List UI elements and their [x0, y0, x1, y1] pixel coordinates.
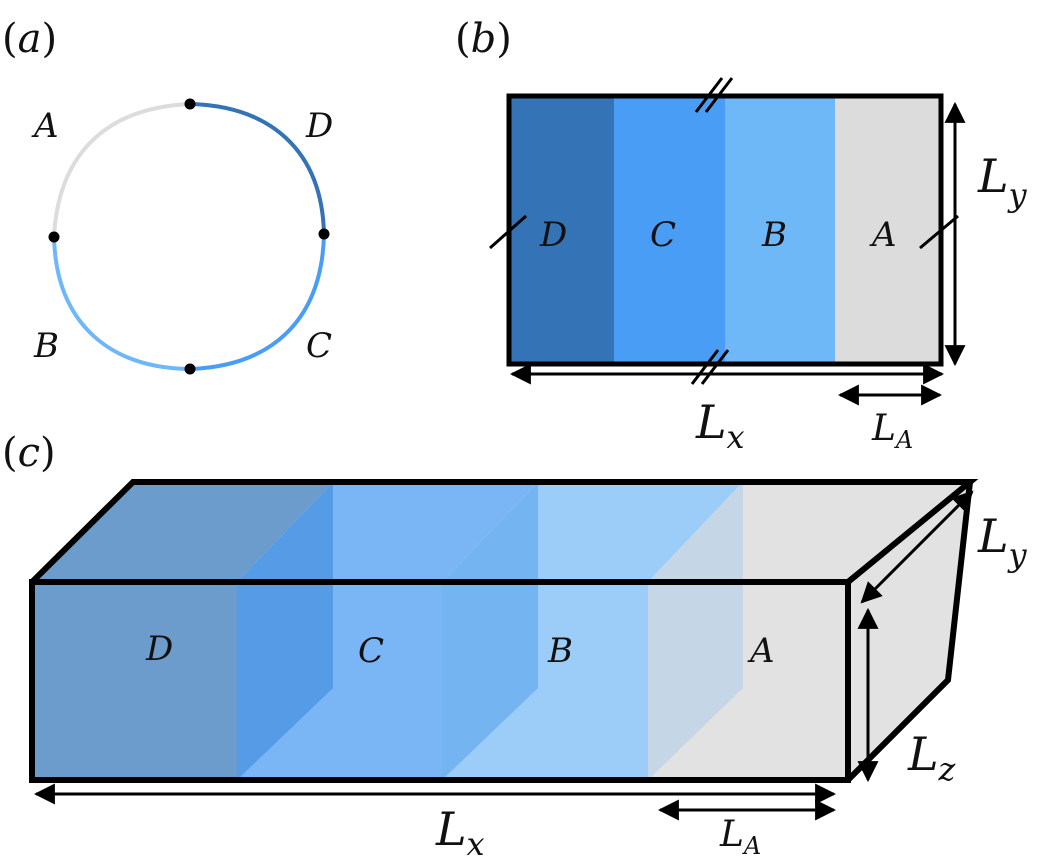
region-label-A: A — [869, 215, 897, 255]
ring-point-top — [184, 98, 196, 110]
ring-label-D: D — [305, 106, 333, 146]
region-label-C: C — [650, 215, 676, 255]
ring-arc-B — [52, 236, 191, 371]
ring-label-B: B — [33, 326, 59, 366]
box-label-C: C — [358, 631, 384, 671]
ring-arc-C — [189, 233, 326, 371]
strip-D — [509, 96, 614, 364]
plane-D-C — [237, 482, 333, 780]
top-face-D — [32, 482, 333, 582]
ring-label-A: A — [31, 106, 59, 146]
label-Lx: Lx — [695, 395, 745, 456]
plane-B-A — [648, 482, 743, 780]
panel-b-label: (b) — [455, 16, 512, 62]
strip-A — [835, 96, 941, 364]
ring-arc-D — [189, 102, 326, 235]
ring-label-C: C — [306, 326, 332, 366]
label-LA: LA — [871, 408, 913, 454]
box-label-B: B — [547, 631, 573, 671]
panel-b: (b) D C B A Ly Lx LA — [455, 16, 1028, 456]
panel-a-label: (a) — [2, 16, 57, 62]
label3d-LA: LA — [719, 814, 761, 860]
strip-C — [614, 96, 725, 364]
front-face-D — [32, 582, 237, 780]
strip-B — [725, 96, 835, 364]
panel-c: (c) D C B A Ly Lz Lx LA — [2, 430, 1028, 861]
label-Ly: Ly — [977, 149, 1028, 214]
label3d-Ly: Ly — [977, 509, 1028, 574]
panel-c-label: (c) — [2, 430, 56, 476]
ring-point-bottom — [184, 363, 196, 375]
pbc-ticks-top — [694, 77, 734, 113]
plane-C-B — [442, 482, 538, 780]
label3d-Lz: Lz — [907, 727, 957, 788]
box-label-D: D — [145, 629, 173, 669]
ring-point-right — [318, 228, 330, 240]
region-label-D: D — [539, 215, 567, 255]
pbc-tick-left — [489, 214, 527, 250]
panel-a: (a) A D B C — [2, 16, 333, 375]
ring-arc-A — [52, 102, 191, 238]
ring-point-left — [48, 231, 60, 243]
arrow3d-Ly — [860, 490, 974, 604]
box-label-A: A — [747, 631, 775, 671]
region-label-B: B — [761, 215, 787, 255]
label3d-Lx: Lx — [435, 802, 485, 861]
